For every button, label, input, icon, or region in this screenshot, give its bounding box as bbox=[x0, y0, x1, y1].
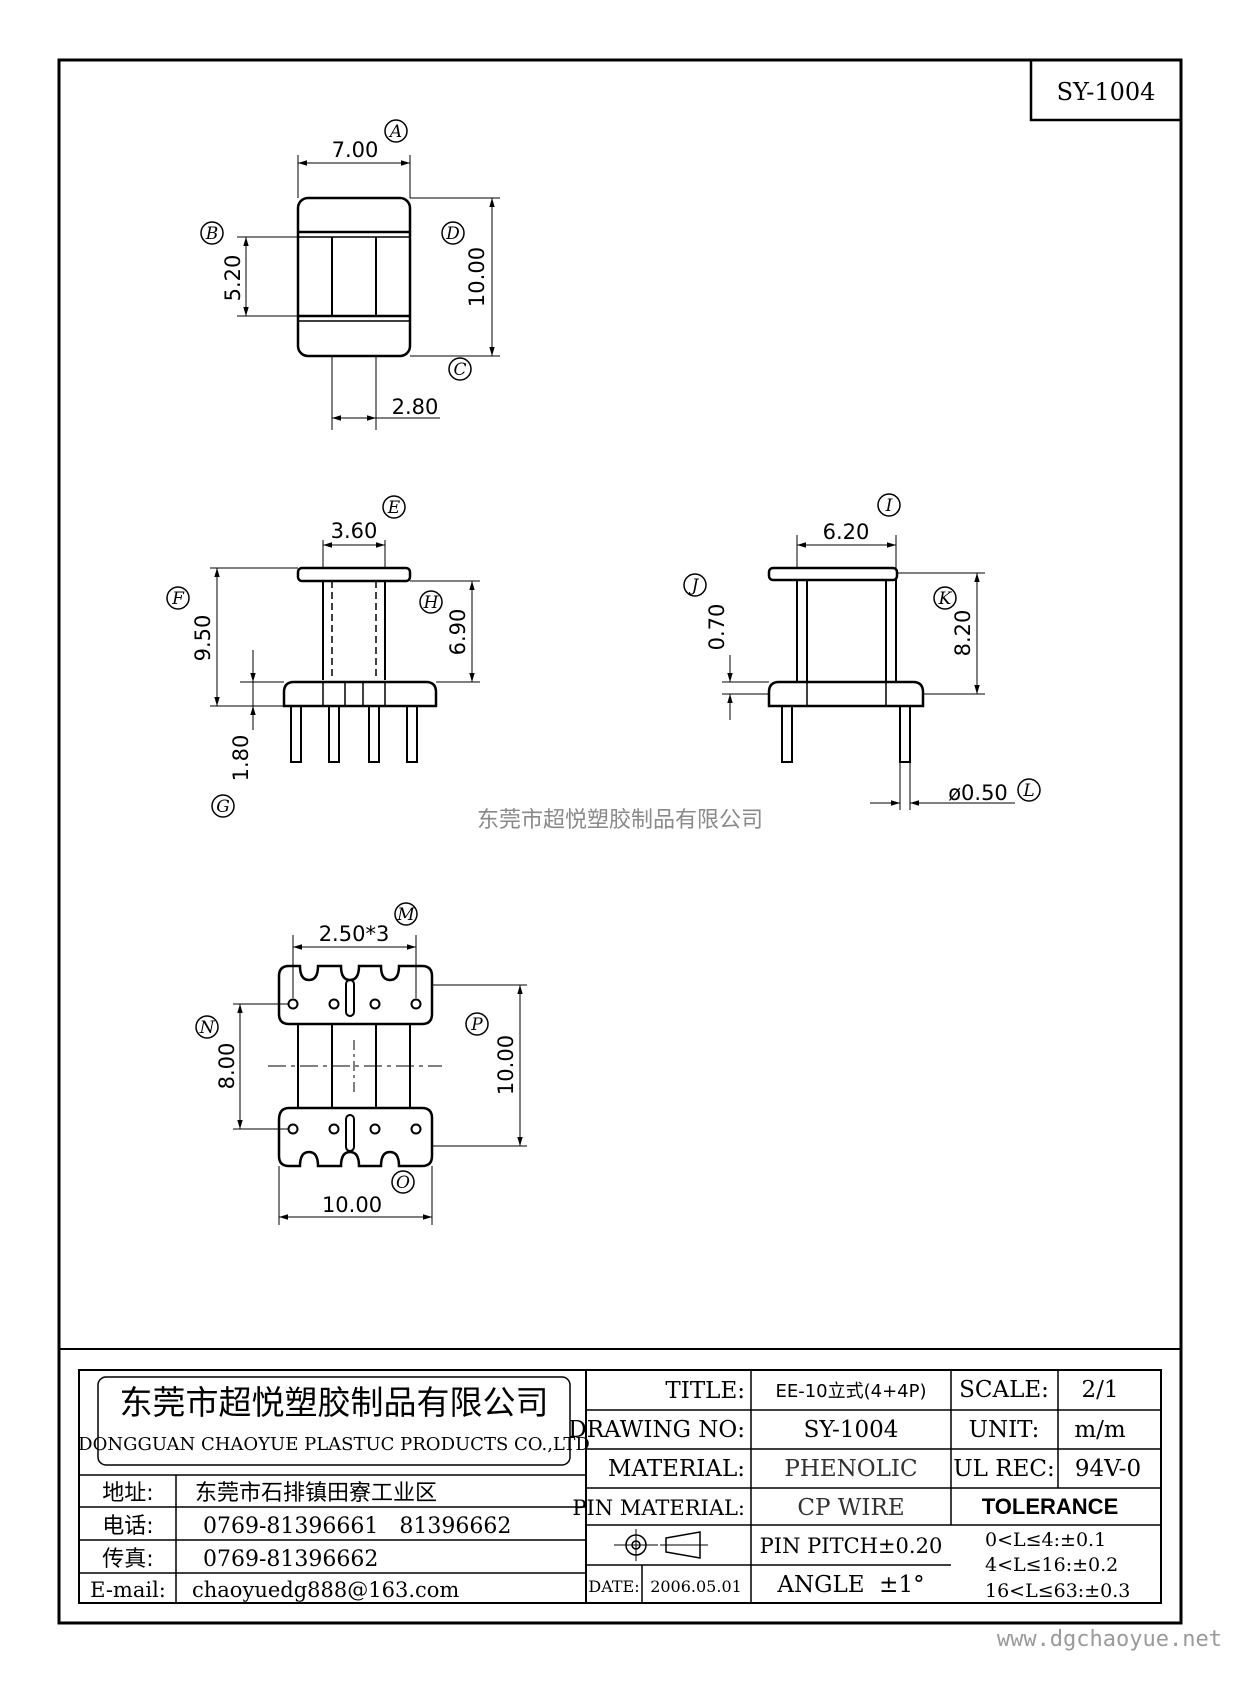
callout-d: D bbox=[445, 224, 460, 244]
drawing-code: SY-1004 bbox=[1057, 78, 1156, 106]
company-name-cn: 东莞市超悦塑胶制品有限公司 bbox=[120, 1383, 549, 1422]
ul-value: 94V-0 bbox=[1075, 1456, 1141, 1482]
bottom-view bbox=[233, 935, 527, 1225]
watermark: 东莞市超悦塑胶制品有限公司 bbox=[477, 808, 763, 833]
top-view bbox=[237, 155, 500, 430]
tolerance-1: 0<L≤4:±0.1 bbox=[985, 1529, 1106, 1551]
dim-l: ø0.50 bbox=[948, 781, 1008, 805]
address-value: 东莞市石排镇田寮工业区 bbox=[195, 1481, 437, 1506]
phone-label: 电话: bbox=[102, 1514, 153, 1539]
angle: ANGLE ±1° bbox=[776, 1572, 924, 1598]
callout-p: P bbox=[470, 1015, 483, 1035]
dim-p: 10.00 bbox=[494, 1035, 518, 1095]
pin-pitch: PIN PITCH±0.20 bbox=[760, 1534, 943, 1558]
dim-b: 5.20 bbox=[221, 255, 245, 302]
sheet-border bbox=[57, 58, 1183, 1625]
callout-n: N bbox=[199, 1018, 216, 1038]
callout-i: I bbox=[885, 496, 893, 516]
email-value: chaoyuedg888@163.com bbox=[192, 1578, 459, 1602]
callout-circles bbox=[166, 119, 1041, 1194]
material-label: MATERIAL: bbox=[608, 1456, 745, 1482]
ul-label: UL REC: bbox=[953, 1456, 1054, 1482]
side-view-front bbox=[210, 540, 480, 763]
side-view-right bbox=[722, 535, 1015, 810]
title-block bbox=[59, 1348, 1181, 1604]
phone-value: 0769-81396661 81396662 bbox=[203, 1514, 511, 1539]
site-url: www.dgchaoyue.net bbox=[997, 1627, 1222, 1652]
callout-m: M bbox=[396, 905, 415, 925]
dim-h: 6.90 bbox=[446, 609, 470, 656]
dim-d: 10.00 bbox=[465, 247, 489, 307]
callout-b: B bbox=[205, 224, 219, 244]
dim-a: 7.00 bbox=[332, 138, 379, 162]
drawing-no-value: SY-1004 bbox=[804, 1417, 899, 1443]
dim-k: 8.20 bbox=[951, 610, 975, 657]
callout-k: K bbox=[938, 589, 953, 609]
unit-label: UNIT: bbox=[969, 1417, 1040, 1443]
email-label: E-mail: bbox=[90, 1578, 166, 1602]
dim-i: 6.20 bbox=[823, 520, 870, 544]
title-value: EE-10立式(4+4P) bbox=[775, 1381, 926, 1402]
title-label: TITLE: bbox=[665, 1378, 745, 1404]
callout-g: G bbox=[216, 797, 230, 817]
pin-material-value: CP WIRE bbox=[797, 1495, 904, 1521]
scale-value: 2/1 bbox=[1081, 1377, 1118, 1403]
unit-value: m/m bbox=[1074, 1417, 1126, 1443]
code-box bbox=[1029, 58, 1183, 122]
callout-j: J bbox=[689, 576, 700, 596]
dim-m: 2.50*3 bbox=[319, 922, 390, 946]
date-value: 2006.05.01 bbox=[650, 1577, 742, 1596]
address-label: 地址: bbox=[102, 1481, 153, 1506]
dim-e: 3.60 bbox=[331, 519, 378, 543]
tolerance-2: 4<L≤16:±0.2 bbox=[985, 1554, 1118, 1576]
callout-c: C bbox=[453, 360, 466, 380]
dim-c: 2.80 bbox=[392, 395, 439, 419]
callout-h: H bbox=[423, 593, 440, 613]
dim-n: 8.00 bbox=[215, 1043, 239, 1090]
fax-value: 0769-81396662 bbox=[203, 1547, 378, 1572]
material-value: PHENOLIC bbox=[784, 1456, 917, 1482]
company-name-en: DONGGUAN CHAOYUE PLASTUC PRODUCTS CO.,LT… bbox=[78, 1434, 590, 1455]
date-label: DATE: bbox=[588, 1577, 639, 1596]
callout-o: O bbox=[396, 1173, 410, 1193]
drawing-no-label: DRAWING NO: bbox=[568, 1417, 745, 1443]
pin-material-label: PIN MATERIAL: bbox=[572, 1496, 745, 1520]
callout-l: L bbox=[1022, 781, 1034, 801]
scale-label: SCALE: bbox=[959, 1377, 1049, 1403]
projection-symbol-icon bbox=[614, 1529, 708, 1561]
dim-g: 1.80 bbox=[229, 735, 253, 782]
tolerance-3: 16<L≤63:±0.3 bbox=[985, 1580, 1130, 1602]
callout-a: A bbox=[388, 122, 402, 142]
dim-o: 10.00 bbox=[322, 1193, 382, 1217]
dim-j: 0.70 bbox=[705, 604, 729, 651]
callout-f: F bbox=[171, 589, 185, 609]
dim-f: 9.50 bbox=[191, 615, 215, 662]
tolerance-label: TOLERANCE bbox=[982, 1494, 1119, 1519]
callout-e: E bbox=[387, 498, 401, 518]
fax-label: 传真: bbox=[102, 1547, 153, 1572]
